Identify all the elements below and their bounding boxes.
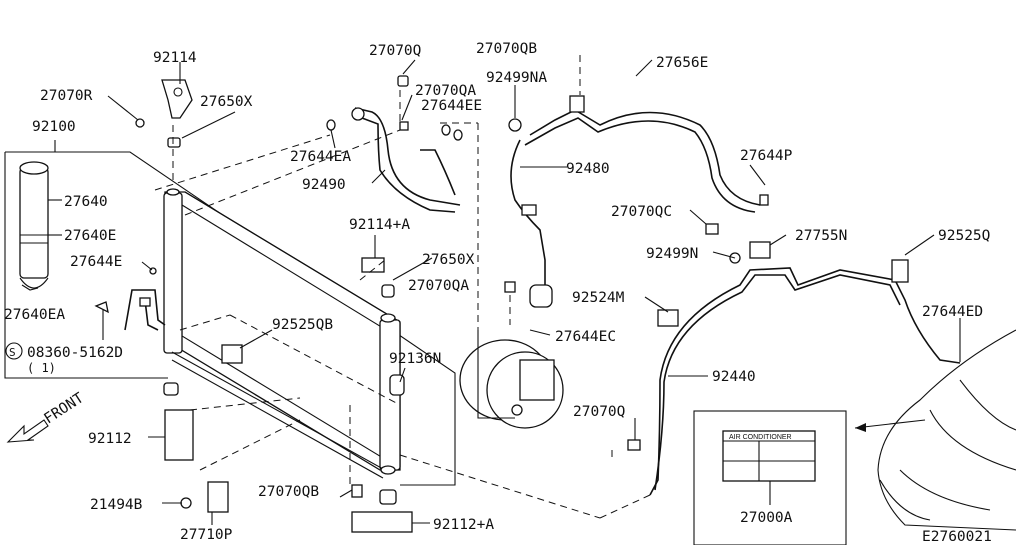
front-arrow-icon <box>6 419 49 443</box>
line-92440 <box>649 223 961 496</box>
label-92490: 92490 <box>302 177 346 193</box>
reference-lines <box>154 55 651 519</box>
label-27656E: 27656E <box>656 55 708 71</box>
small-parts <box>94 257 641 533</box>
compressor <box>459 330 564 429</box>
label-92524M: 92524M <box>572 290 625 306</box>
label-circle-s: S <box>9 346 16 359</box>
assembly-outline-92100 <box>4 140 456 486</box>
label-27070QB-bot: 27070QB <box>258 484 319 500</box>
label-27644EC: 27644EC <box>555 329 616 345</box>
label-27644EA: 27644EA <box>290 149 351 165</box>
label-92136N: 92136N <box>389 351 441 367</box>
part-labels: 92114 27070R 27650X 92100 27640 27640E 2… <box>4 41 992 545</box>
label-92525QB: 92525QB <box>272 317 333 333</box>
label-21494B: 21494B <box>90 497 143 513</box>
label-08360-qty: ( 1) <box>27 361 56 375</box>
label-92100: 92100 <box>32 119 76 135</box>
label-27070R: 27070R <box>40 88 93 104</box>
receiver-drier <box>19 161 49 291</box>
label-27070Q-bot: 27070Q <box>573 404 625 420</box>
label-92440: 92440 <box>712 369 756 385</box>
condenser <box>163 188 401 479</box>
label-panel <box>693 410 847 545</box>
screw-symbol-icon <box>5 342 23 360</box>
air-conditioner-title: AIR CONDITIONER <box>729 434 792 441</box>
label-92480: 92480 <box>566 161 610 177</box>
leader-lines <box>48 59 961 525</box>
label-27644E: 27644E <box>70 254 122 270</box>
label-27070QC: 27070QC <box>611 204 672 220</box>
label-27640: 27640 <box>64 194 108 210</box>
label-27644EE: 27644EE <box>421 98 482 114</box>
bracket-92114 <box>135 79 193 148</box>
label-27070QA-mid: 27070QA <box>408 278 469 294</box>
label-92114: 92114 <box>153 50 197 66</box>
label-27070QB-top: 27070QB <box>476 41 537 57</box>
pipe-left <box>124 289 166 331</box>
label-92112: 92112 <box>88 431 132 447</box>
label-27070QA-top: 27070QA <box>415 83 476 99</box>
label-27000A: 27000A <box>740 510 793 526</box>
label-27644P: 27644P <box>740 148 793 164</box>
label-27650X-mid: 27650X <box>422 252 475 268</box>
label-27640E: 27640E <box>64 228 116 244</box>
label-27755N: 27755N <box>795 228 847 244</box>
front-label: FRONT <box>41 390 87 427</box>
label-27640EA: 27640EA <box>4 307 65 323</box>
car-front-illustration <box>854 329 1016 531</box>
hose-92480 <box>508 95 769 308</box>
label-27710P: 27710P <box>180 527 233 543</box>
label-27070Q-top: 27070Q <box>369 43 421 59</box>
diagram-code: E2760021 <box>922 529 992 545</box>
label-92525Q: 92525Q <box>938 228 990 244</box>
label-27644ED: 27644ED <box>922 304 983 320</box>
label-08360-5162D: 08360-5162D <box>27 345 123 361</box>
label-27650X-top: 27650X <box>200 94 253 110</box>
label-92112A: 92112+A <box>433 517 494 533</box>
label-92114A: 92114+A <box>349 217 410 233</box>
label-92499NA: 92499NA <box>486 70 547 86</box>
label-92499N: 92499N <box>646 246 698 262</box>
hose-92490 <box>326 75 463 213</box>
